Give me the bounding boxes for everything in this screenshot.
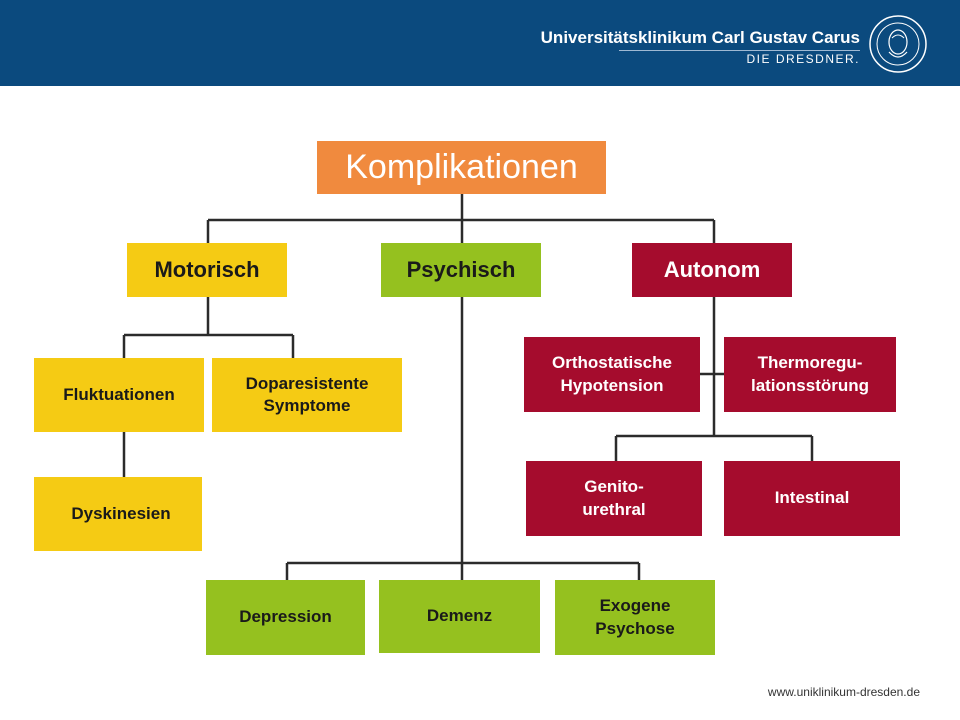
footer-url[interactable]: www.uniklinikum-dresden.de xyxy=(767,685,920,699)
node-demenz: Demenz xyxy=(379,580,540,653)
node-fluktuationen: Fluktuationen xyxy=(34,358,204,432)
node-autonom: Autonom xyxy=(632,243,792,297)
institution-tagline: DIE DRESDNER. xyxy=(746,52,860,66)
node-thermoregulationsstoerung: Thermoregu- lationsstörung xyxy=(724,337,896,412)
node-komplikationen: Komplikationen xyxy=(317,141,606,194)
node-dyskinesien: Dyskinesien xyxy=(34,477,202,551)
node-exogene-psychose: Exogene Psychose xyxy=(555,580,715,655)
node-orthostatische-hypotension: Orthostatische Hypotension xyxy=(524,337,700,412)
node-genito-urethral: Genito- urethral xyxy=(526,461,702,536)
node-depression: Depression xyxy=(206,580,365,655)
node-intestinal: Intestinal xyxy=(724,461,900,536)
university-seal-logo xyxy=(869,15,927,73)
node-doparesistente-symptome: Doparesistente Symptome xyxy=(212,358,402,432)
brand-divider xyxy=(619,50,860,51)
node-psychisch: Psychisch xyxy=(381,243,541,297)
header-bar: Universitätsklinikum Carl Gustav Carus D… xyxy=(0,0,960,86)
institution-name: Universitätsklinikum Carl Gustav Carus xyxy=(540,28,860,47)
node-motorisch: Motorisch xyxy=(127,243,287,297)
